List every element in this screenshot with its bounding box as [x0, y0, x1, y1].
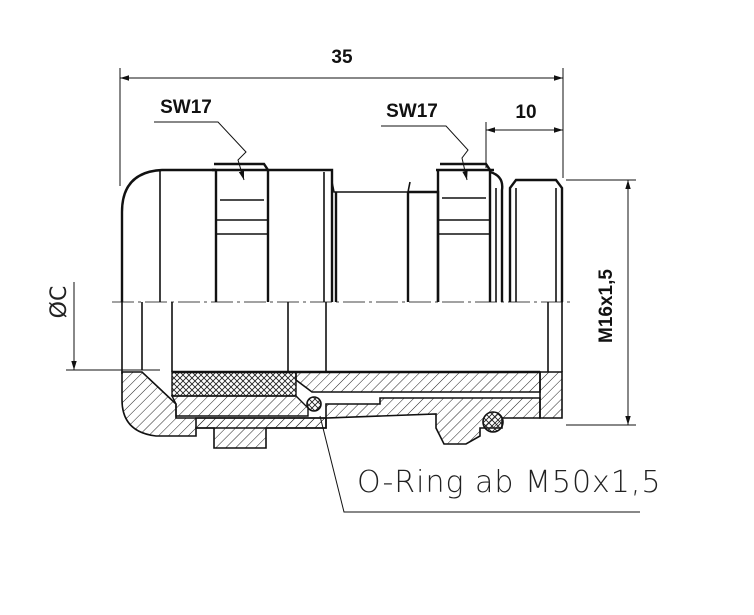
hex-nut-left-section [195, 417, 327, 449]
o-ring-flange [482, 411, 504, 433]
hex-nut-left [212, 162, 272, 302]
wrench-left-label: SW17 [160, 97, 212, 118]
dimension-thread: M16x1,5 [566, 179, 636, 426]
dimension-diameter: ØC [47, 282, 160, 371]
seal-insert [171, 371, 297, 397]
wrench-right-label: SW17 [386, 101, 438, 122]
thread-label: M16x1,5 [596, 269, 617, 343]
thread-end-section [539, 371, 563, 419]
body-middle [272, 168, 334, 302]
body-lower-section [325, 397, 541, 445]
dimension-thread-length: 10 [485, 102, 563, 168]
gland-exterior-view [120, 162, 564, 374]
o-ring-callout: O-Ring ab M50x1,5 [319, 415, 662, 513]
clamping-cage [170, 395, 309, 417]
dome-cap-outline [120, 168, 216, 302]
body-sleeve [295, 371, 541, 393]
dimension-overall-length: 35 [119, 47, 564, 186]
flange [489, 170, 504, 302]
hex-nut-right [436, 162, 494, 302]
gland-section-view [121, 302, 563, 449]
diameter-label: ØC [47, 286, 72, 319]
thread-section [508, 178, 564, 302]
o-ring-note: O-Ring ab M50x1,5 [357, 465, 662, 500]
overall-length-label: 35 [331, 47, 353, 68]
wrench-size-right: SW17 [381, 101, 469, 181]
thread-length-label: 10 [515, 102, 536, 123]
wrench-size-left: SW17 [154, 97, 247, 181]
o-ring-inner [306, 396, 322, 412]
